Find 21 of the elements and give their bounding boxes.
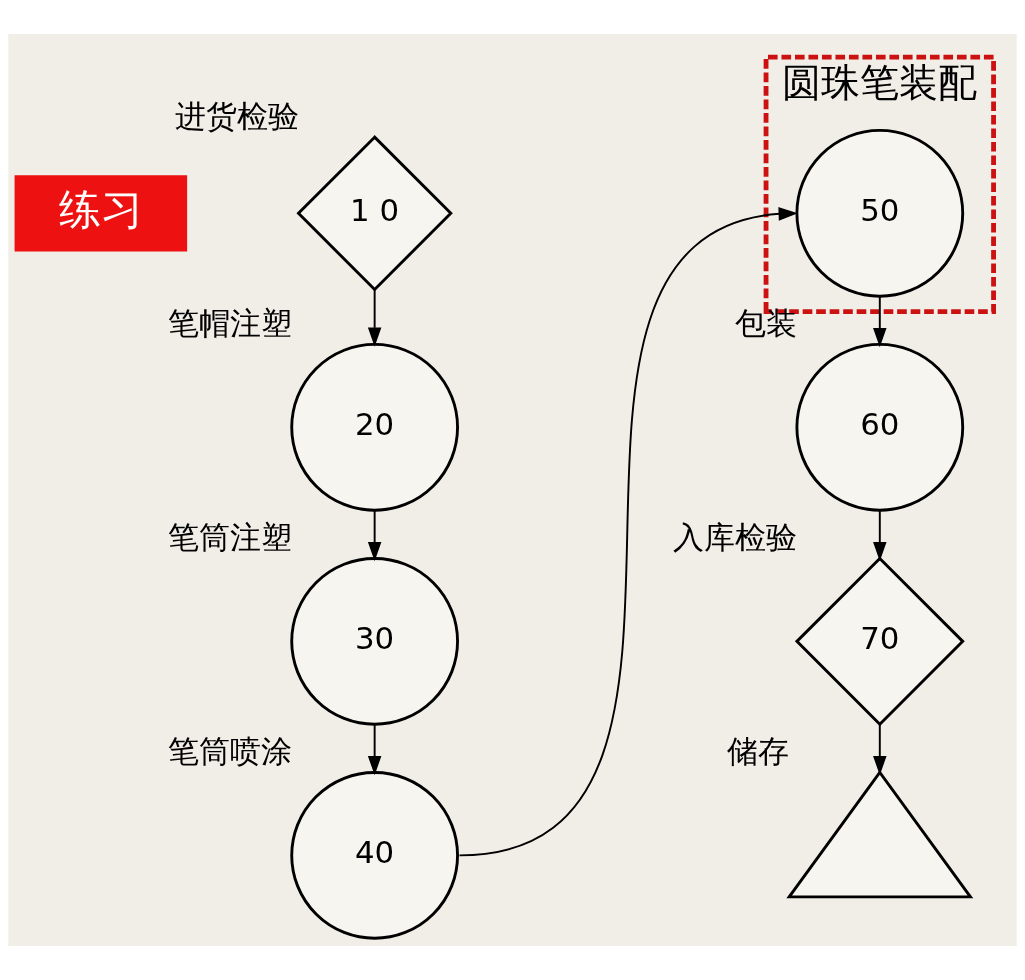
node-circle: 50 [795, 128, 965, 298]
node-diamond: 70 [794, 556, 965, 727]
node-label: 笔帽注塑 [168, 305, 293, 342]
node-label: 进货检验 [174, 98, 299, 135]
arrow [873, 509, 887, 562]
node-circle: 20 [290, 343, 459, 512]
node-circle: 30 [290, 557, 459, 726]
arrow [367, 509, 382, 562]
node-label: 储存 [727, 733, 790, 770]
node-triangle [786, 770, 974, 899]
node-label: 笔筒喷涂 [168, 733, 293, 770]
arrow [458, 207, 798, 857]
node-label: 笔筒注塑 [168, 519, 293, 556]
node-circle: 40 [290, 771, 459, 940]
node-box: 练习 [14, 175, 188, 252]
node-circle: 60 [795, 343, 965, 512]
node-label: 入库检验 [673, 519, 798, 556]
arrow [367, 288, 382, 347]
arrow [367, 723, 382, 776]
node-diamond: 1 0 [296, 135, 453, 292]
arrow [873, 295, 887, 348]
